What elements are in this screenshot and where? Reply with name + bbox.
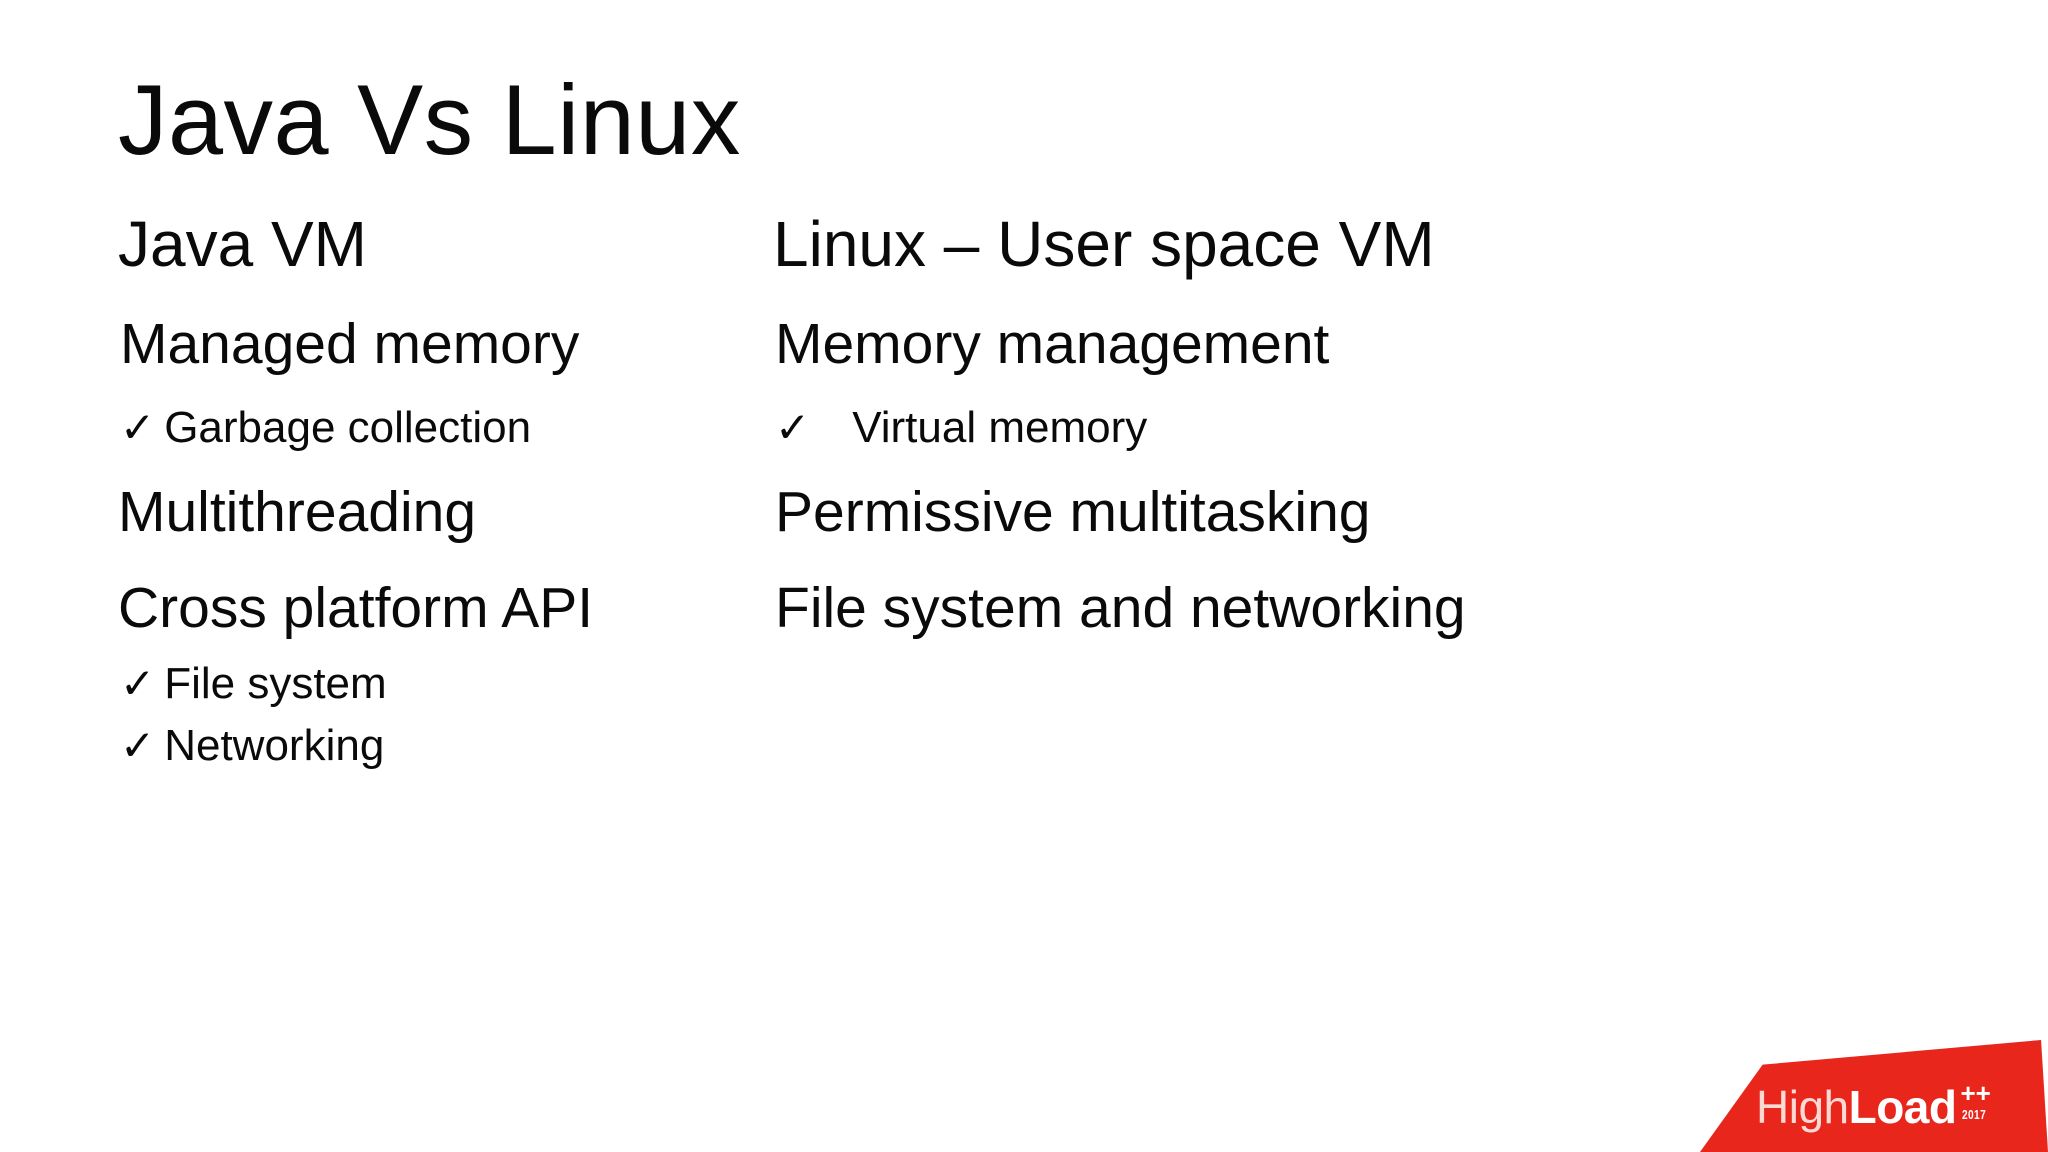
subheading-managed-memory: Managed memory: [120, 312, 580, 376]
column-right-heading: Linux – User space VM: [773, 208, 1435, 280]
logo-text-high: High: [1756, 1081, 1849, 1133]
page-title: Java Vs Linux: [118, 64, 741, 175]
check-mark-icon: ✓: [775, 404, 811, 451]
subheading-multithreading: Multithreading: [118, 480, 477, 544]
check-mark-icon: ✓: [120, 404, 156, 451]
logo-superscript-group: ++ 2017: [1957, 1080, 2001, 1130]
subheading-permissive-multitasking: Permissive multitasking: [775, 480, 1371, 544]
logo-wordmark: High Load ++ 2017: [1756, 1080, 2001, 1133]
list-item-virtual-memory: ✓ Virtual memory: [775, 406, 1147, 450]
column-left-heading: Java VM: [118, 208, 367, 280]
subheading-cross-platform-api: Cross platform API: [118, 576, 594, 640]
logo-text-load: Load: [1848, 1081, 1957, 1133]
list-item-file-system: ✓ File system: [120, 662, 387, 706]
list-item-garbage-collection: ✓ Garbage collection: [120, 406, 531, 450]
list-item-label: Garbage collection: [164, 403, 532, 452]
subheading-memory-management: Memory management: [775, 312, 1330, 376]
logo-year: 2017: [1961, 1107, 1986, 1122]
check-mark-icon: ✓: [120, 660, 156, 707]
subheading-file-system-and-networking: File system and networking: [775, 576, 1466, 640]
list-item-label: Networking: [164, 721, 385, 770]
highload-logo: High Load ++ 2017: [1700, 1040, 2048, 1152]
logo-plusplus-icon: ++: [1960, 1078, 1991, 1108]
list-item-networking: ✓ Networking: [120, 724, 384, 768]
list-item-label: Virtual memory: [852, 403, 1148, 452]
check-mark-icon: ✓: [120, 722, 156, 769]
list-item-label: File system: [164, 659, 387, 708]
